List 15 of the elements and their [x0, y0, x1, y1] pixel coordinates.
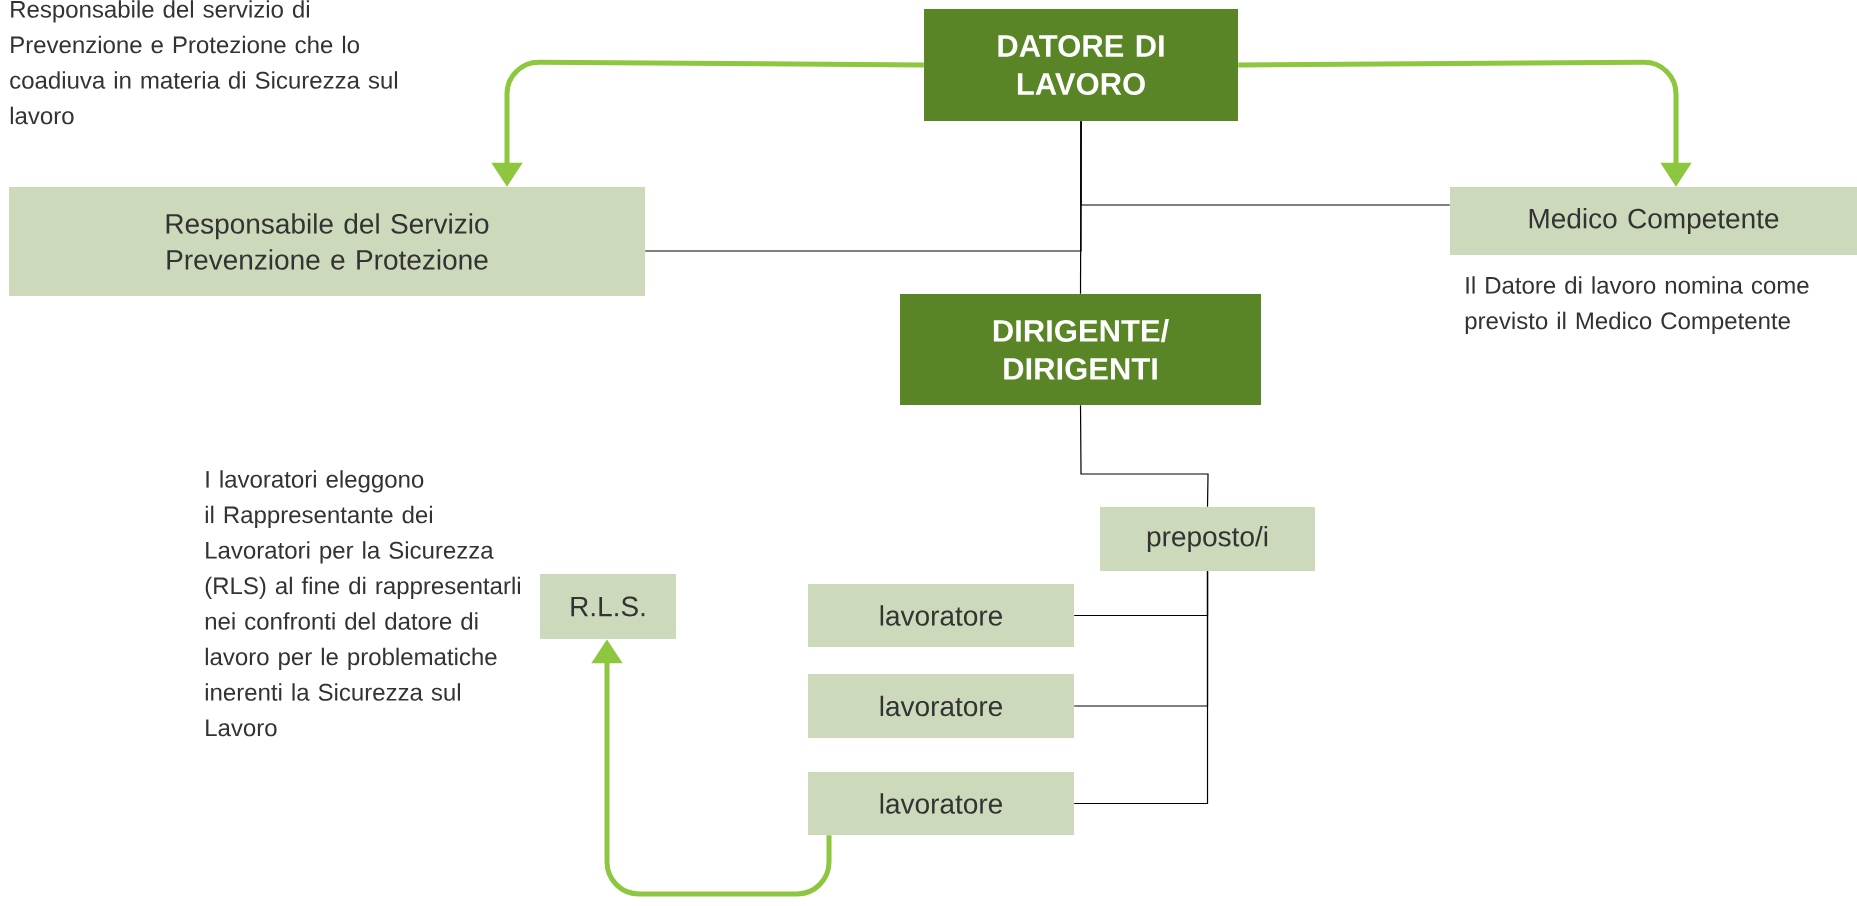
label-box: lavoratore [808, 772, 1074, 835]
label-box: preposto/i [1100, 507, 1315, 571]
label-box: lavoratore [808, 584, 1074, 647]
label-box: lavoratore [808, 674, 1074, 738]
label-box: Medico Competente [1450, 187, 1857, 255]
note-text: I lavoratori eleggono il Rappresentante dei Lavoratori per la Sicurezza (RLS) al fine di rappresentarli nei confronti del datore di lavoro per le problematiche inerenti la Sicurezza sul Lavoro [205, 470, 520, 737]
label-box: Responsabile del Servizio Prevenzione e Protezione [9, 187, 645, 296]
note-text: Responsabile del servizio di Prevenzione e Protezione che lo coadiuva in materia di Sicurezza sul lavoro [10, 0, 398, 125]
title-box: DATORE DI LAVORO [924, 9, 1238, 121]
connector-line [1073, 570, 1209, 805]
title-box: DIRIGENTE/ DIRIGENTI [900, 294, 1261, 405]
connector-line [1079, 404, 1209, 508]
label-box: R.L.S. [540, 574, 676, 639]
connector-line [1080, 120, 1451, 206]
note-text: Il Datore di lavoro nomina come previsto il Medico Competente [1465, 276, 1809, 335]
